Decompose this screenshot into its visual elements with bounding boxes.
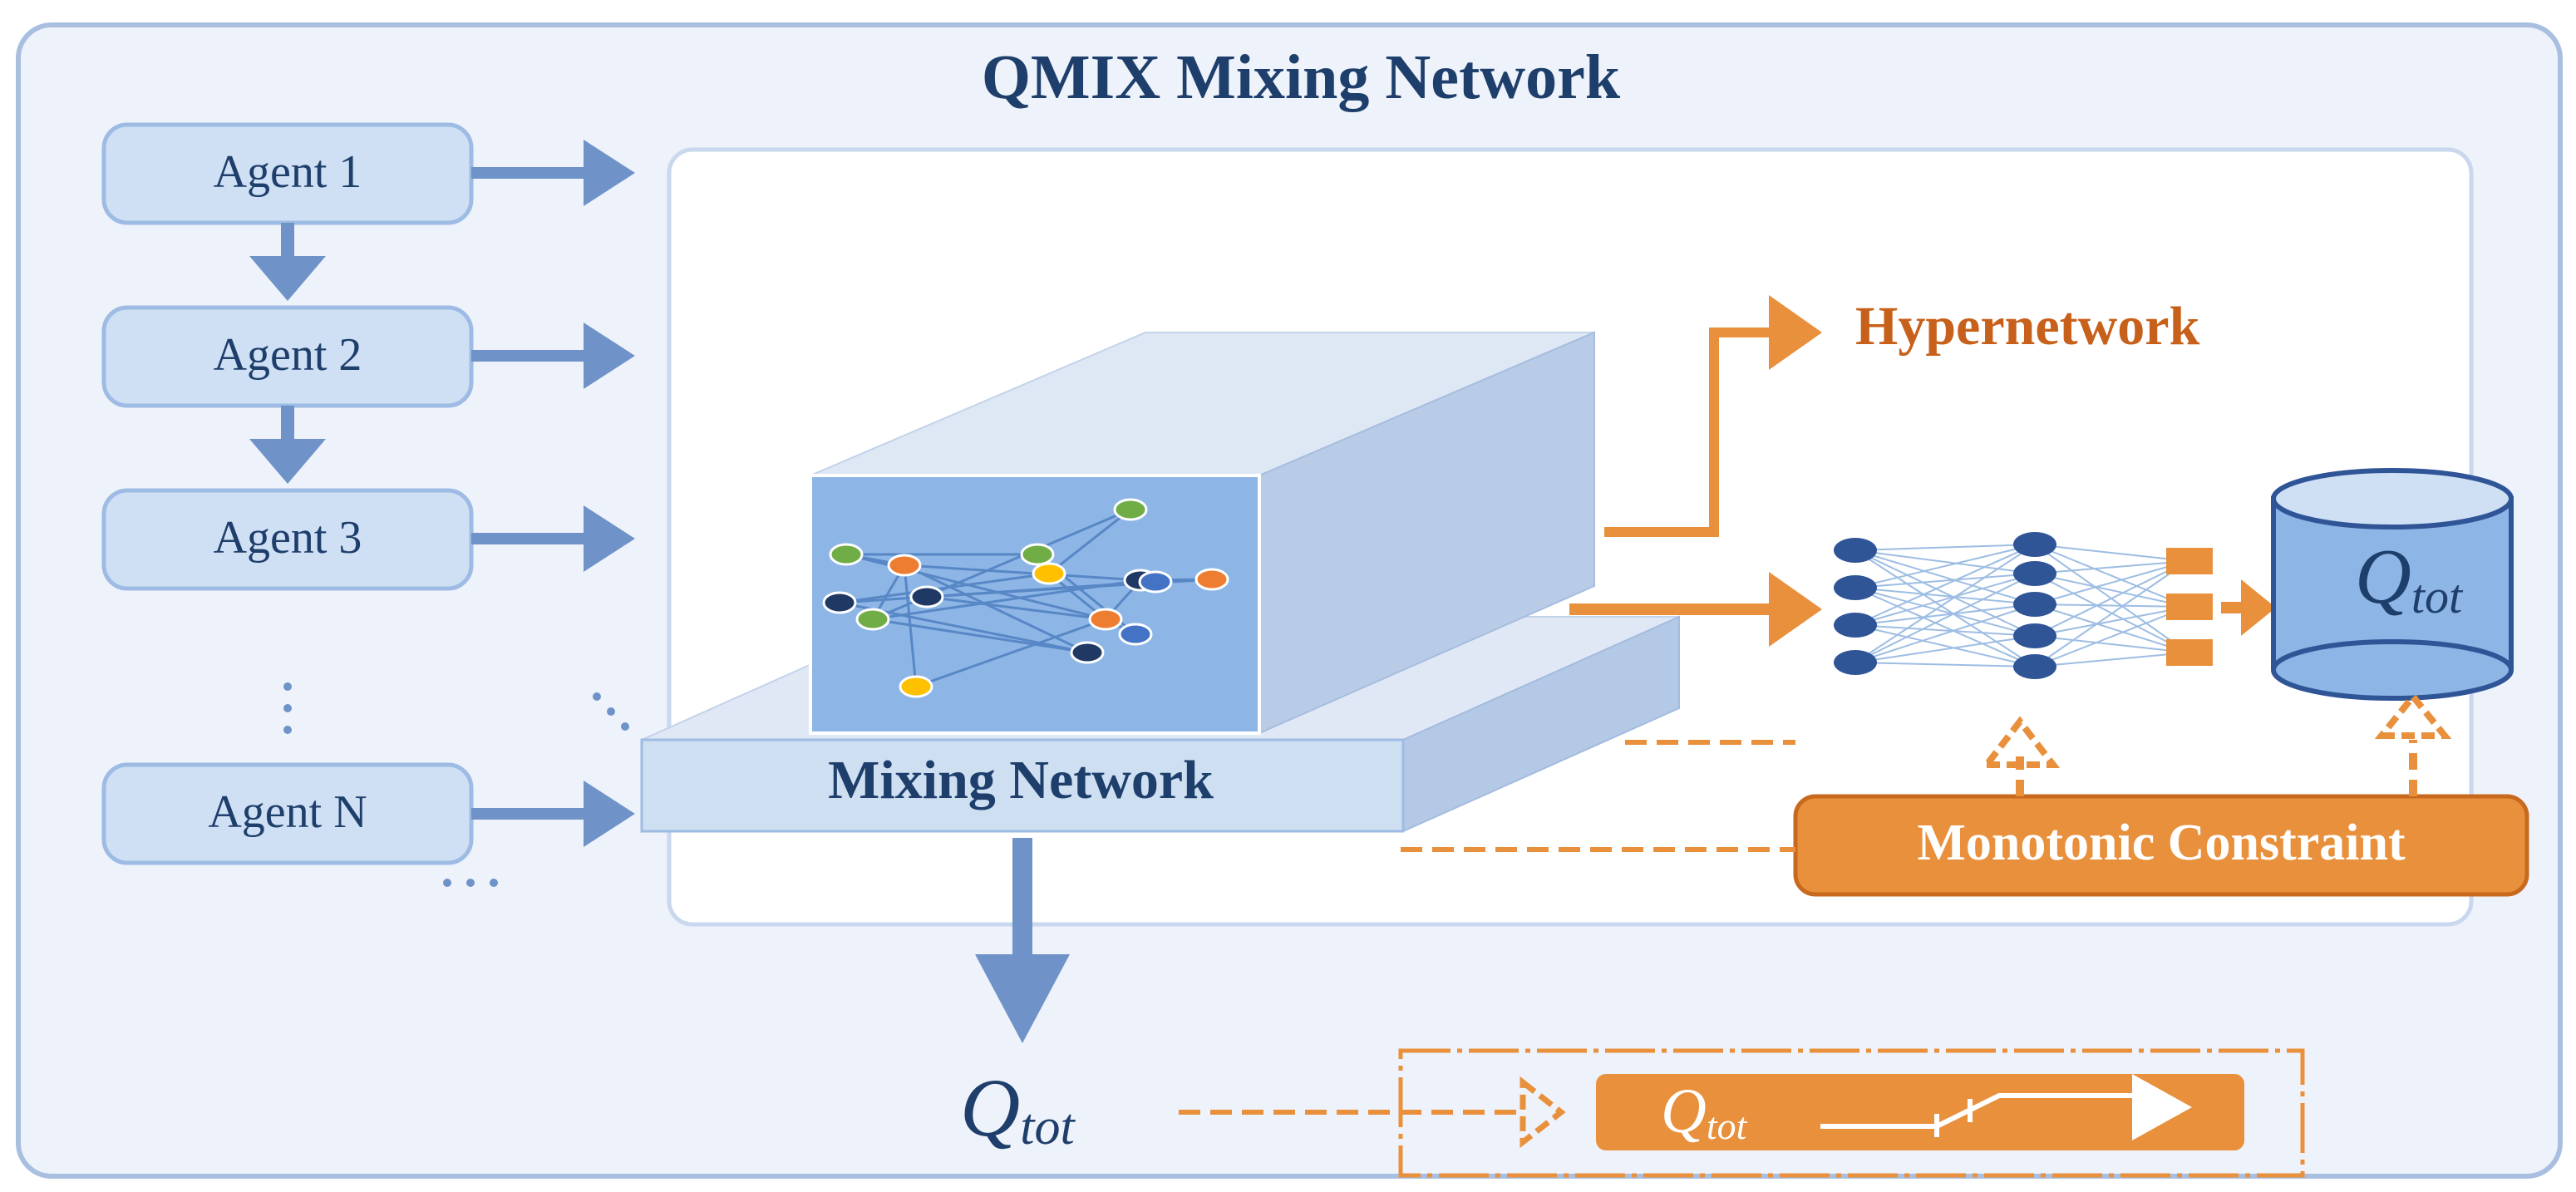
neural-network — [1834, 532, 2276, 679]
agent-label: Agent N — [208, 786, 367, 838]
agent-box-3: Agent 3 — [101, 488, 474, 591]
agent-label: Agent 2 — [214, 329, 362, 381]
constraint-up-arrows — [1979, 691, 2452, 796]
agent-box-n: Agent N — [101, 762, 474, 865]
agent-box-2: Agent 2 — [101, 305, 474, 408]
mixing-network-label: Mixing Network — [828, 750, 1214, 810]
q-total-cylinder: Qtot — [2271, 468, 2514, 701]
monotonic-constraint-label: Monotonic Constraint — [1917, 815, 2406, 871]
agent-down-arrows — [249, 223, 326, 484]
hypernetwork-label: Hypernetwork — [1855, 296, 2200, 357]
graph-face — [809, 474, 1261, 735]
monotonic-step-line — [1820, 1093, 2153, 1137]
agent-graph — [822, 498, 1229, 698]
monotonic-illustration-frame — [1398, 1048, 2305, 1178]
hypernetwork-arrow — [1604, 295, 1822, 537]
q-total-cylinder-label: Qtot — [2355, 534, 2464, 623]
agent-input-arrows — [471, 140, 635, 847]
to-network-arrow — [1569, 572, 1822, 647]
q-total-monotonic-pill: Qtot — [1596, 1074, 2244, 1150]
mixing-output-arrow — [975, 838, 1070, 1043]
monotonic-constraint-box — [1793, 794, 2529, 897]
ellipsis-dots — [283, 682, 629, 887]
diagram-title: QMIX Mixing Network — [982, 42, 1621, 112]
agent-box-1: Agent 1 — [101, 122, 474, 225]
q-total-pill-label: Qtot — [1661, 1076, 1748, 1147]
dashed-connectors — [1401, 740, 1795, 852]
mixing-network-block: Mixing Network — [640, 331, 1680, 833]
q-total-output: Qtot — [960, 1061, 1076, 1155]
agent-label: Agent 1 — [214, 146, 362, 198]
agent-label: Agent 3 — [214, 512, 362, 564]
bottom-dashed-arrow — [1179, 1076, 1566, 1149]
